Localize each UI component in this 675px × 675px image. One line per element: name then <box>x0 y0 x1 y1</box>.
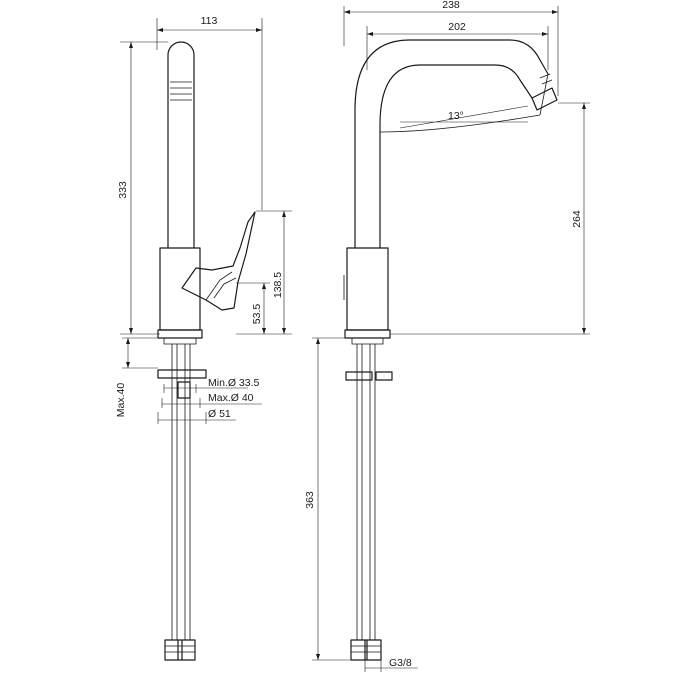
dim-base-diameter-label: Ø 51 <box>208 408 231 420</box>
dim-53-5-arrow-top <box>262 283 266 289</box>
dim-363-arrow-top <box>316 338 320 344</box>
front-hose-fittings <box>164 639 196 661</box>
dim-113-lines <box>156 18 263 210</box>
dim-138-5-arrow-bottom <box>282 328 286 334</box>
side-hoses <box>356 344 376 640</box>
dim-max-hole-lines <box>161 398 262 408</box>
dim-238-label: 238 <box>442 0 460 11</box>
dim-363-lines <box>312 337 351 661</box>
dim-238-lines <box>343 6 559 96</box>
side-base-ring <box>351 337 384 345</box>
dim-53-5-lines <box>236 282 270 334</box>
dim-264-lines <box>390 102 590 335</box>
side-base <box>344 329 391 339</box>
dim-max40-label: Max.40 <box>115 383 127 418</box>
side-body <box>346 247 389 331</box>
front-view <box>157 41 256 661</box>
side-fitting-threads <box>351 645 381 653</box>
dim-238-arrow-left <box>344 10 350 14</box>
dim-min-hole-label: Min.Ø 33.5 <box>208 377 260 389</box>
dim-333-label: 333 <box>117 181 129 199</box>
side-body-edges <box>343 215 389 300</box>
front-lever <box>181 211 256 311</box>
side-view <box>343 39 558 661</box>
dim-138-5-arrow-top <box>282 211 286 217</box>
dim-113-label: 113 <box>201 15 218 27</box>
dim-202-arrow-right <box>542 32 548 36</box>
dim-113-arrow-left <box>157 28 163 32</box>
dim-53-5-arrow-bottom <box>262 328 266 334</box>
dim-202-label: 202 <box>448 21 466 33</box>
dim-min-hole-lines <box>163 384 248 393</box>
front-aerator <box>170 81 192 101</box>
dim-202-lines <box>366 26 549 70</box>
dim-max-hole-label: Max.Ø 40 <box>208 392 254 404</box>
side-aerator-lines <box>539 73 553 85</box>
front-lever-inner <box>205 271 237 301</box>
dim-238-arrow-right <box>552 10 558 14</box>
front-body <box>159 247 201 331</box>
dim-264-label: 264 <box>571 210 583 228</box>
dim-333-lines <box>120 41 168 335</box>
dim-max40-arrow-top <box>126 338 130 344</box>
dim-thread-label: G3/8 <box>389 657 412 669</box>
side-dimensions: 238 202 13° 264 363 G3/8 <box>304 0 590 672</box>
dim-264-arrow-top <box>582 103 586 109</box>
side-spout-outer <box>354 39 549 249</box>
front-hoses <box>171 344 191 640</box>
dim-thread-lines <box>364 660 418 672</box>
side-spout-inner <box>379 64 533 249</box>
dim-333-arrow-top <box>129 42 133 48</box>
dim-138-5-label: 138.5 <box>272 272 284 298</box>
side-hose-fittings <box>350 639 382 661</box>
dim-363-label: 363 <box>304 491 316 509</box>
front-spout-column <box>167 41 195 249</box>
dim-base-diameter-lines <box>157 412 236 424</box>
dim-angle-lines <box>399 105 529 129</box>
front-base-ring <box>163 337 197 345</box>
dim-202-arrow-left <box>367 32 373 36</box>
side-mounting-nut <box>345 371 393 381</box>
dim-363-arrow-bottom <box>316 654 320 660</box>
front-mounting-nut <box>157 369 207 399</box>
dim-113-arrow-right <box>256 28 262 32</box>
dim-angle-label: 13° <box>448 110 464 122</box>
dim-max40-arrow-bottom <box>126 362 130 368</box>
dim-264-arrow-bottom <box>582 328 586 334</box>
dim-53-5-label: 53.5 <box>251 304 263 325</box>
side-aerator <box>531 87 558 111</box>
side-spout-taper <box>379 73 549 133</box>
dim-333-arrow-bottom <box>129 328 133 334</box>
front-fitting-threads <box>165 645 195 653</box>
front-base <box>157 329 203 339</box>
front-dimensions: 113 333 138.5 53.5 Max.40 Min.Ø 33.5 Max… <box>115 15 292 424</box>
